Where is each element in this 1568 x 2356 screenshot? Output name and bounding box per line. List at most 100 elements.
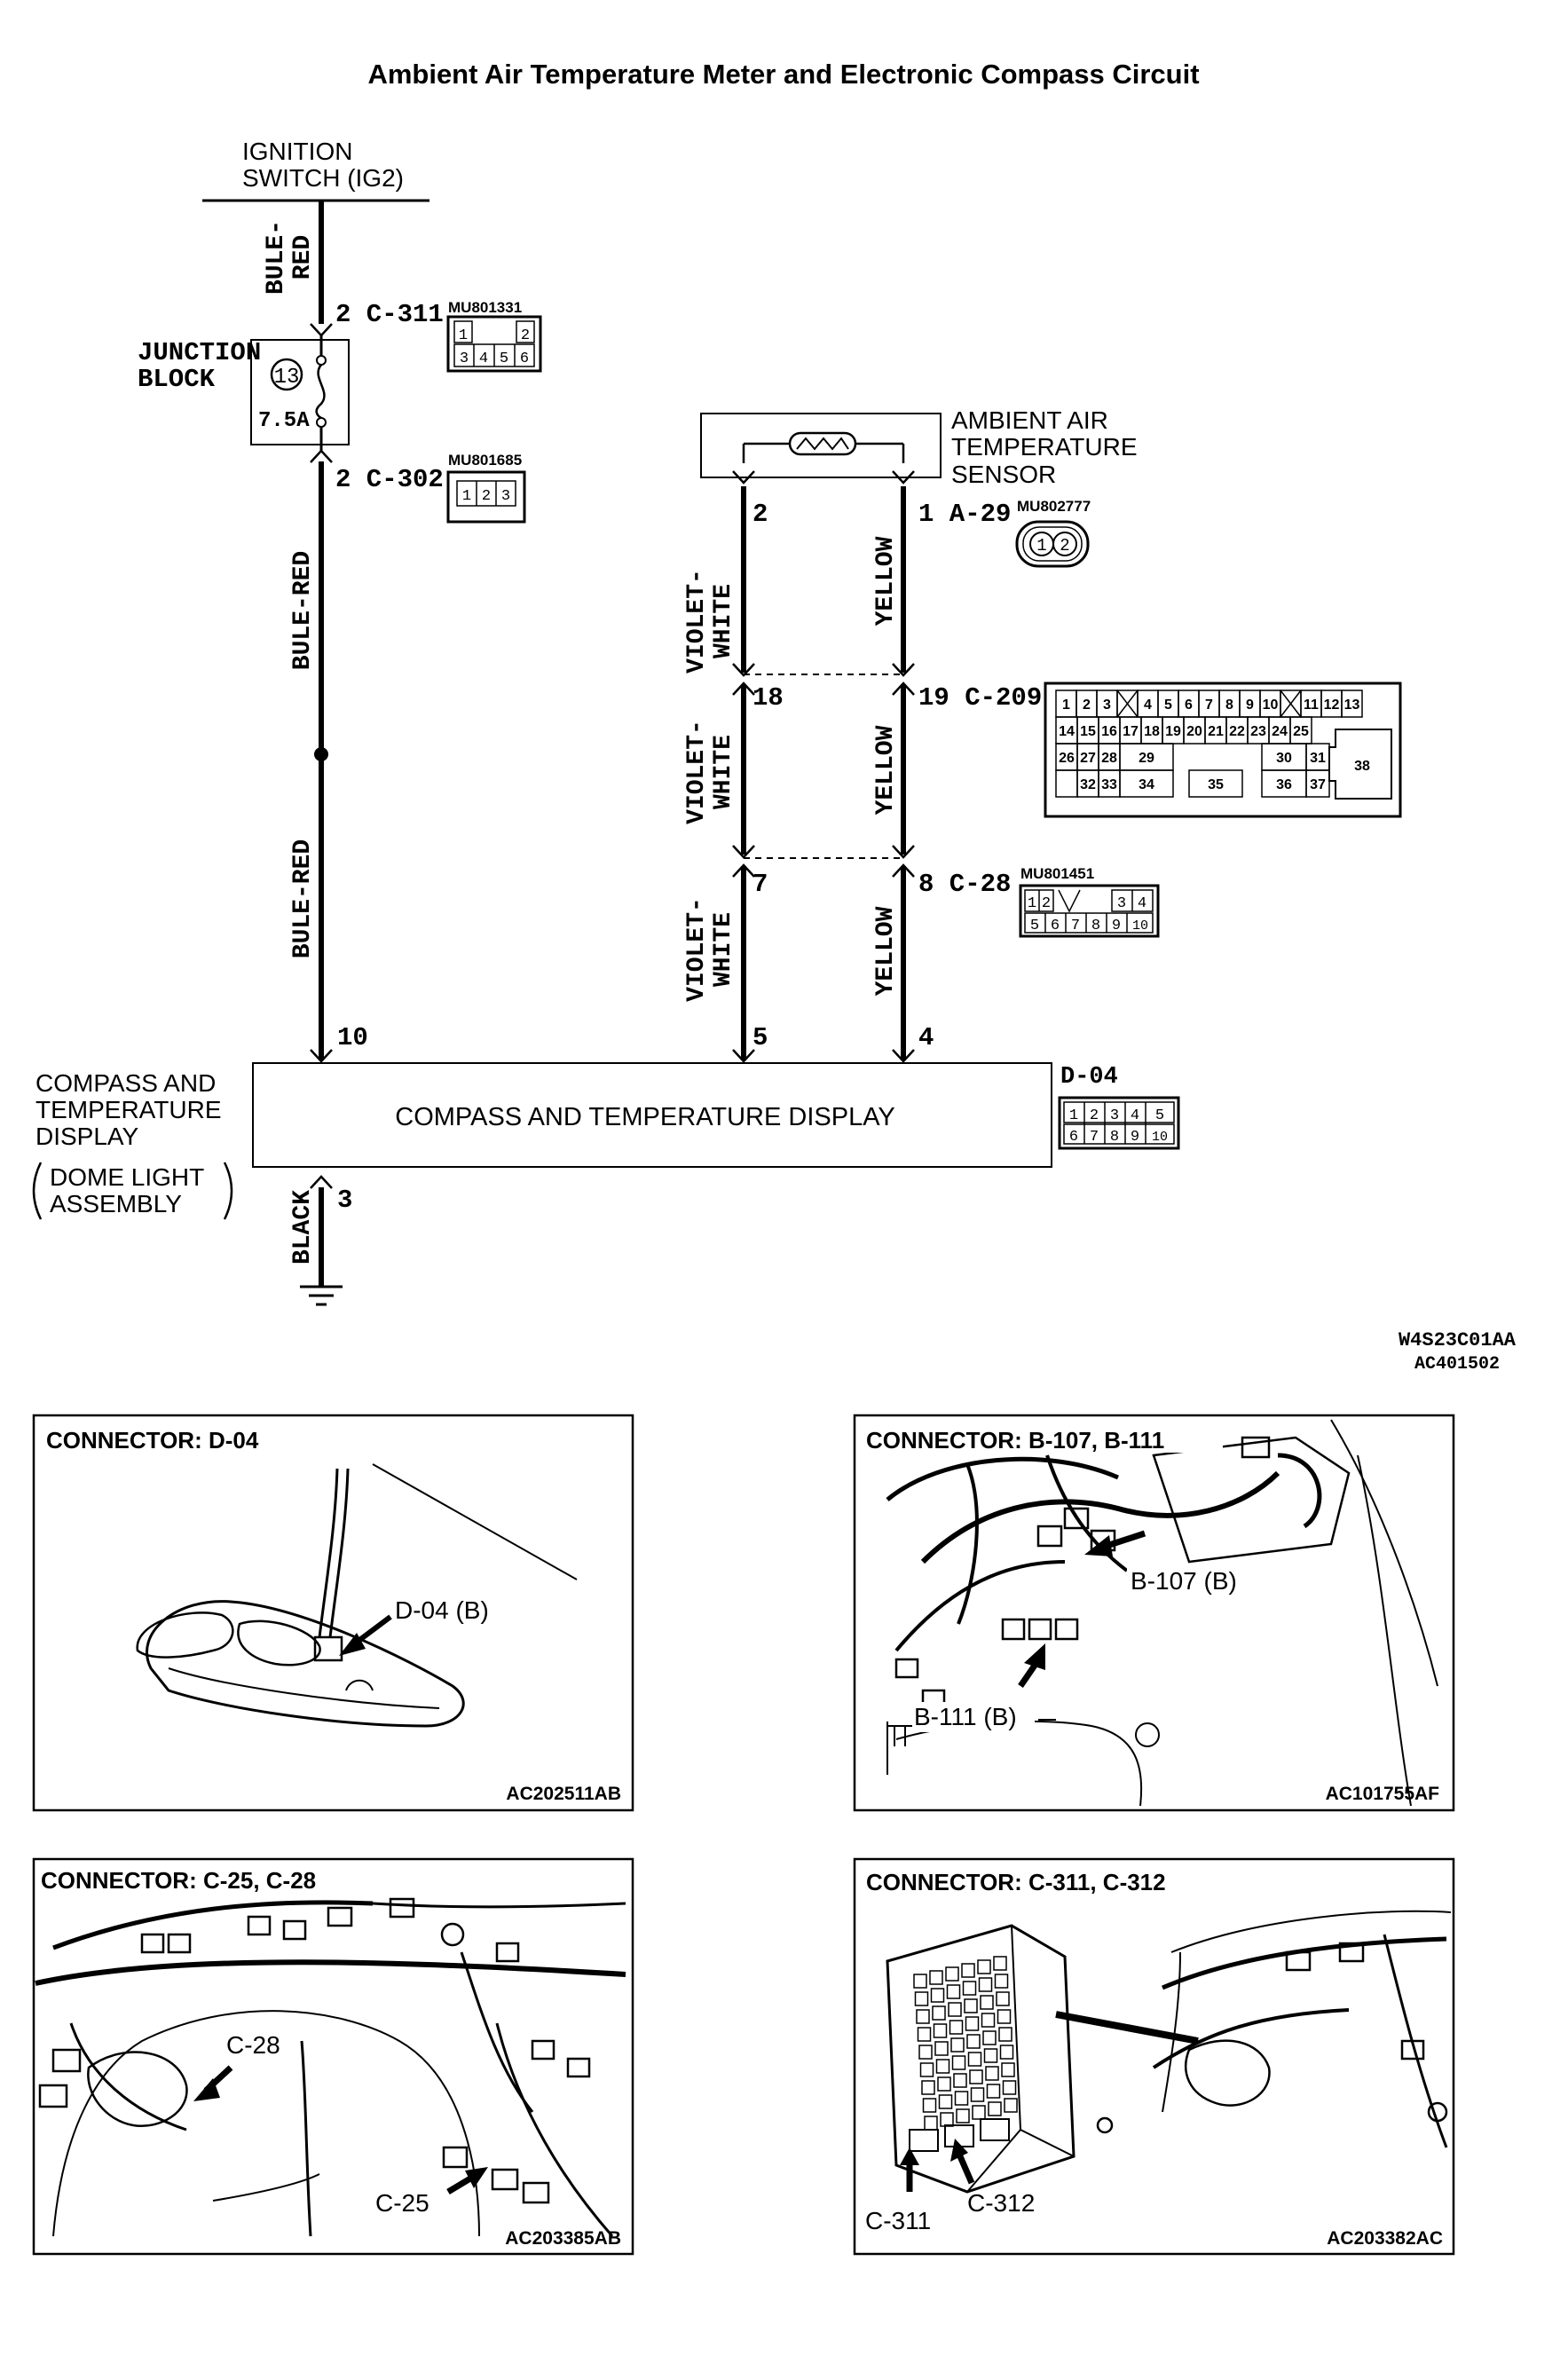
connector-panel-c25-c28: CONNECTOR: C-25, C-28 C-28 C-25 AC203385… [32,1857,634,2256]
connector-d04-label: D-04 [1060,1064,1118,1091]
pin-label-c311: 2 C-311 [335,300,444,329]
d04-cell-5: 5 [1155,1107,1164,1124]
c209-cell: 7 [1205,697,1213,713]
fuse-number-circle [270,358,303,391]
c209-cell: 17 [1123,724,1139,739]
sensor-label-line2: TEMPERATURE [951,433,1138,461]
c209-cell: 34 [1139,777,1154,792]
c302-cell-3: 3 [501,488,510,505]
c28-cell-1: 1 [1028,895,1036,912]
fuse-rating: 7.5A [258,409,310,433]
c209-cell: 18 [1144,724,1160,739]
c209-cell: 20 [1186,724,1202,739]
wire-color-violet-1-b: VIOLET- [683,720,711,824]
diagram-code-line2: AC401502 [1414,1354,1500,1375]
a29-cell-1: 1 [1036,536,1046,556]
d04-cell-6: 6 [1069,1129,1078,1146]
c209-cell: 5 [1164,697,1172,713]
c28-cell-2: 2 [1042,895,1051,912]
wire-color-yellow-a: YELLOW [872,536,900,626]
pin-label-c209: 19 C-209 [918,683,1042,713]
panel-c25-callout-2: C-25 [375,2189,429,2217]
c209-cell: 30 [1276,751,1292,766]
dashboard-harness-illustration [35,1897,626,2237]
c28-cell-6: 6 [1051,918,1060,934]
c209-cell: 19 [1165,724,1181,739]
c28-cell-7: 7 [1071,918,1080,934]
paren-left [32,1162,43,1220]
wire-color-violet-1-c: VIOLET- [683,897,711,1002]
c209-cell: 9 [1246,697,1254,713]
pin-label-4: 4 [918,1023,934,1052]
c209-cell: 35 [1208,777,1224,792]
panel-d04-title: CONNECTOR: D-04 [46,1427,259,1454]
part-number-c28: MU801451 [1020,865,1094,882]
d04-cell-4: 4 [1131,1107,1139,1124]
c311-cell-1: 1 [459,327,468,344]
c209-cell: 36 [1276,777,1292,792]
wire-color-black: BLACK [289,1190,317,1265]
c209-cell: 26 [1059,751,1075,766]
display-side-label-line3: DISPLAY [35,1123,139,1150]
display-side-label-line2: TEMPERATURE [35,1096,222,1123]
c209-cell: 31 [1310,751,1326,766]
ground-symbol [300,1285,343,1306]
display-box-label: COMPASS AND TEMPERATURE DISPLAY [395,1103,894,1131]
c209-cell: 32 [1080,777,1096,792]
c209-cell: 16 [1101,724,1117,739]
d04-cell-1: 1 [1069,1107,1078,1124]
wire-color-bule-red-mid: BULE-RED [289,551,317,670]
wire-color-yellow-b: YELLOW [872,725,900,815]
d04-cell-9: 9 [1131,1129,1139,1146]
panel-b107-callout-2: B-111 (B) [914,1703,1017,1730]
pin-label-a29: 1 A-29 [918,500,1011,529]
sensor-label-line3: SENSOR [951,461,1056,488]
c28-cell-5: 5 [1030,918,1039,934]
wire-color-violet-2-b: WHITE [710,735,737,809]
ambient-air-temperature-sensor [700,413,942,478]
wire-color-bule-red-top-1: BULE- [263,220,290,295]
junction-block-label-line2: BLOCK [138,365,216,394]
connector-panel-c311-c312: CONNECTOR: C-311, C-312 C-311 C-312 AC20… [853,1857,1455,2256]
pin-label-3: 3 [337,1186,352,1215]
panel-b107-callout-1: B-107 (B) [1131,1567,1237,1595]
panel-c311-callout-1: C-311 [865,2207,931,2234]
pin-label-10: 10 [337,1023,368,1052]
c209-cell: 21 [1208,724,1224,739]
c209-cell: 8 [1225,697,1233,713]
c209-cell: 2 [1083,697,1091,713]
c209-cell: 25 [1293,724,1309,739]
c209-cell: 14 [1059,724,1075,739]
sensor-label-line1: AMBIENT AIR [951,406,1108,434]
panel-c25-callout-1: C-28 [226,2031,280,2059]
connector-c302-symbol: MU801685 1 2 3 [446,452,526,524]
fuse-symbol [315,355,327,428]
wire-color-yellow-c: YELLOW [872,906,900,996]
d04-cell-10: 10 [1152,1130,1168,1145]
c209-cell: 37 [1310,777,1326,792]
c209-cell: 3 [1103,697,1111,713]
c209-cell: 6 [1185,697,1193,713]
c209-cell: 1 [1062,697,1070,713]
c209-cell: 29 [1139,751,1154,766]
pin-label-7: 7 [752,870,768,899]
c209-cell: 11 [1304,697,1319,713]
c209-cell: 15 [1080,724,1096,739]
c28-cell-8: 8 [1091,918,1100,934]
part-number-c311: MU801331 [448,299,522,316]
c209-cell: 13 [1344,697,1360,713]
connector-a29-symbol: MU802777 1 2 [1015,498,1091,568]
c28-cell-3: 3 [1117,895,1126,912]
c28-cell-10: 10 [1132,918,1148,934]
fuse-grid-illustration [909,1956,1018,2152]
pin-label-c302: 2 C-302 [335,465,444,494]
panel-c311-title: CONNECTOR: C-311, C-312 [866,1869,1166,1895]
c302-cell-1: 1 [462,488,471,505]
c311-cell-5: 5 [500,351,508,367]
diagram-code-line1: W4S23C01AA [1399,1329,1517,1351]
pin-label-sensor-2: 2 [752,500,768,529]
wire-color-violet-2-c: WHITE [710,912,737,987]
connector-panel-d04: CONNECTOR: D-04 D-04 (B) AC202511AB [32,1414,634,1812]
panel-c311-callout-2: C-312 [967,2189,1035,2217]
